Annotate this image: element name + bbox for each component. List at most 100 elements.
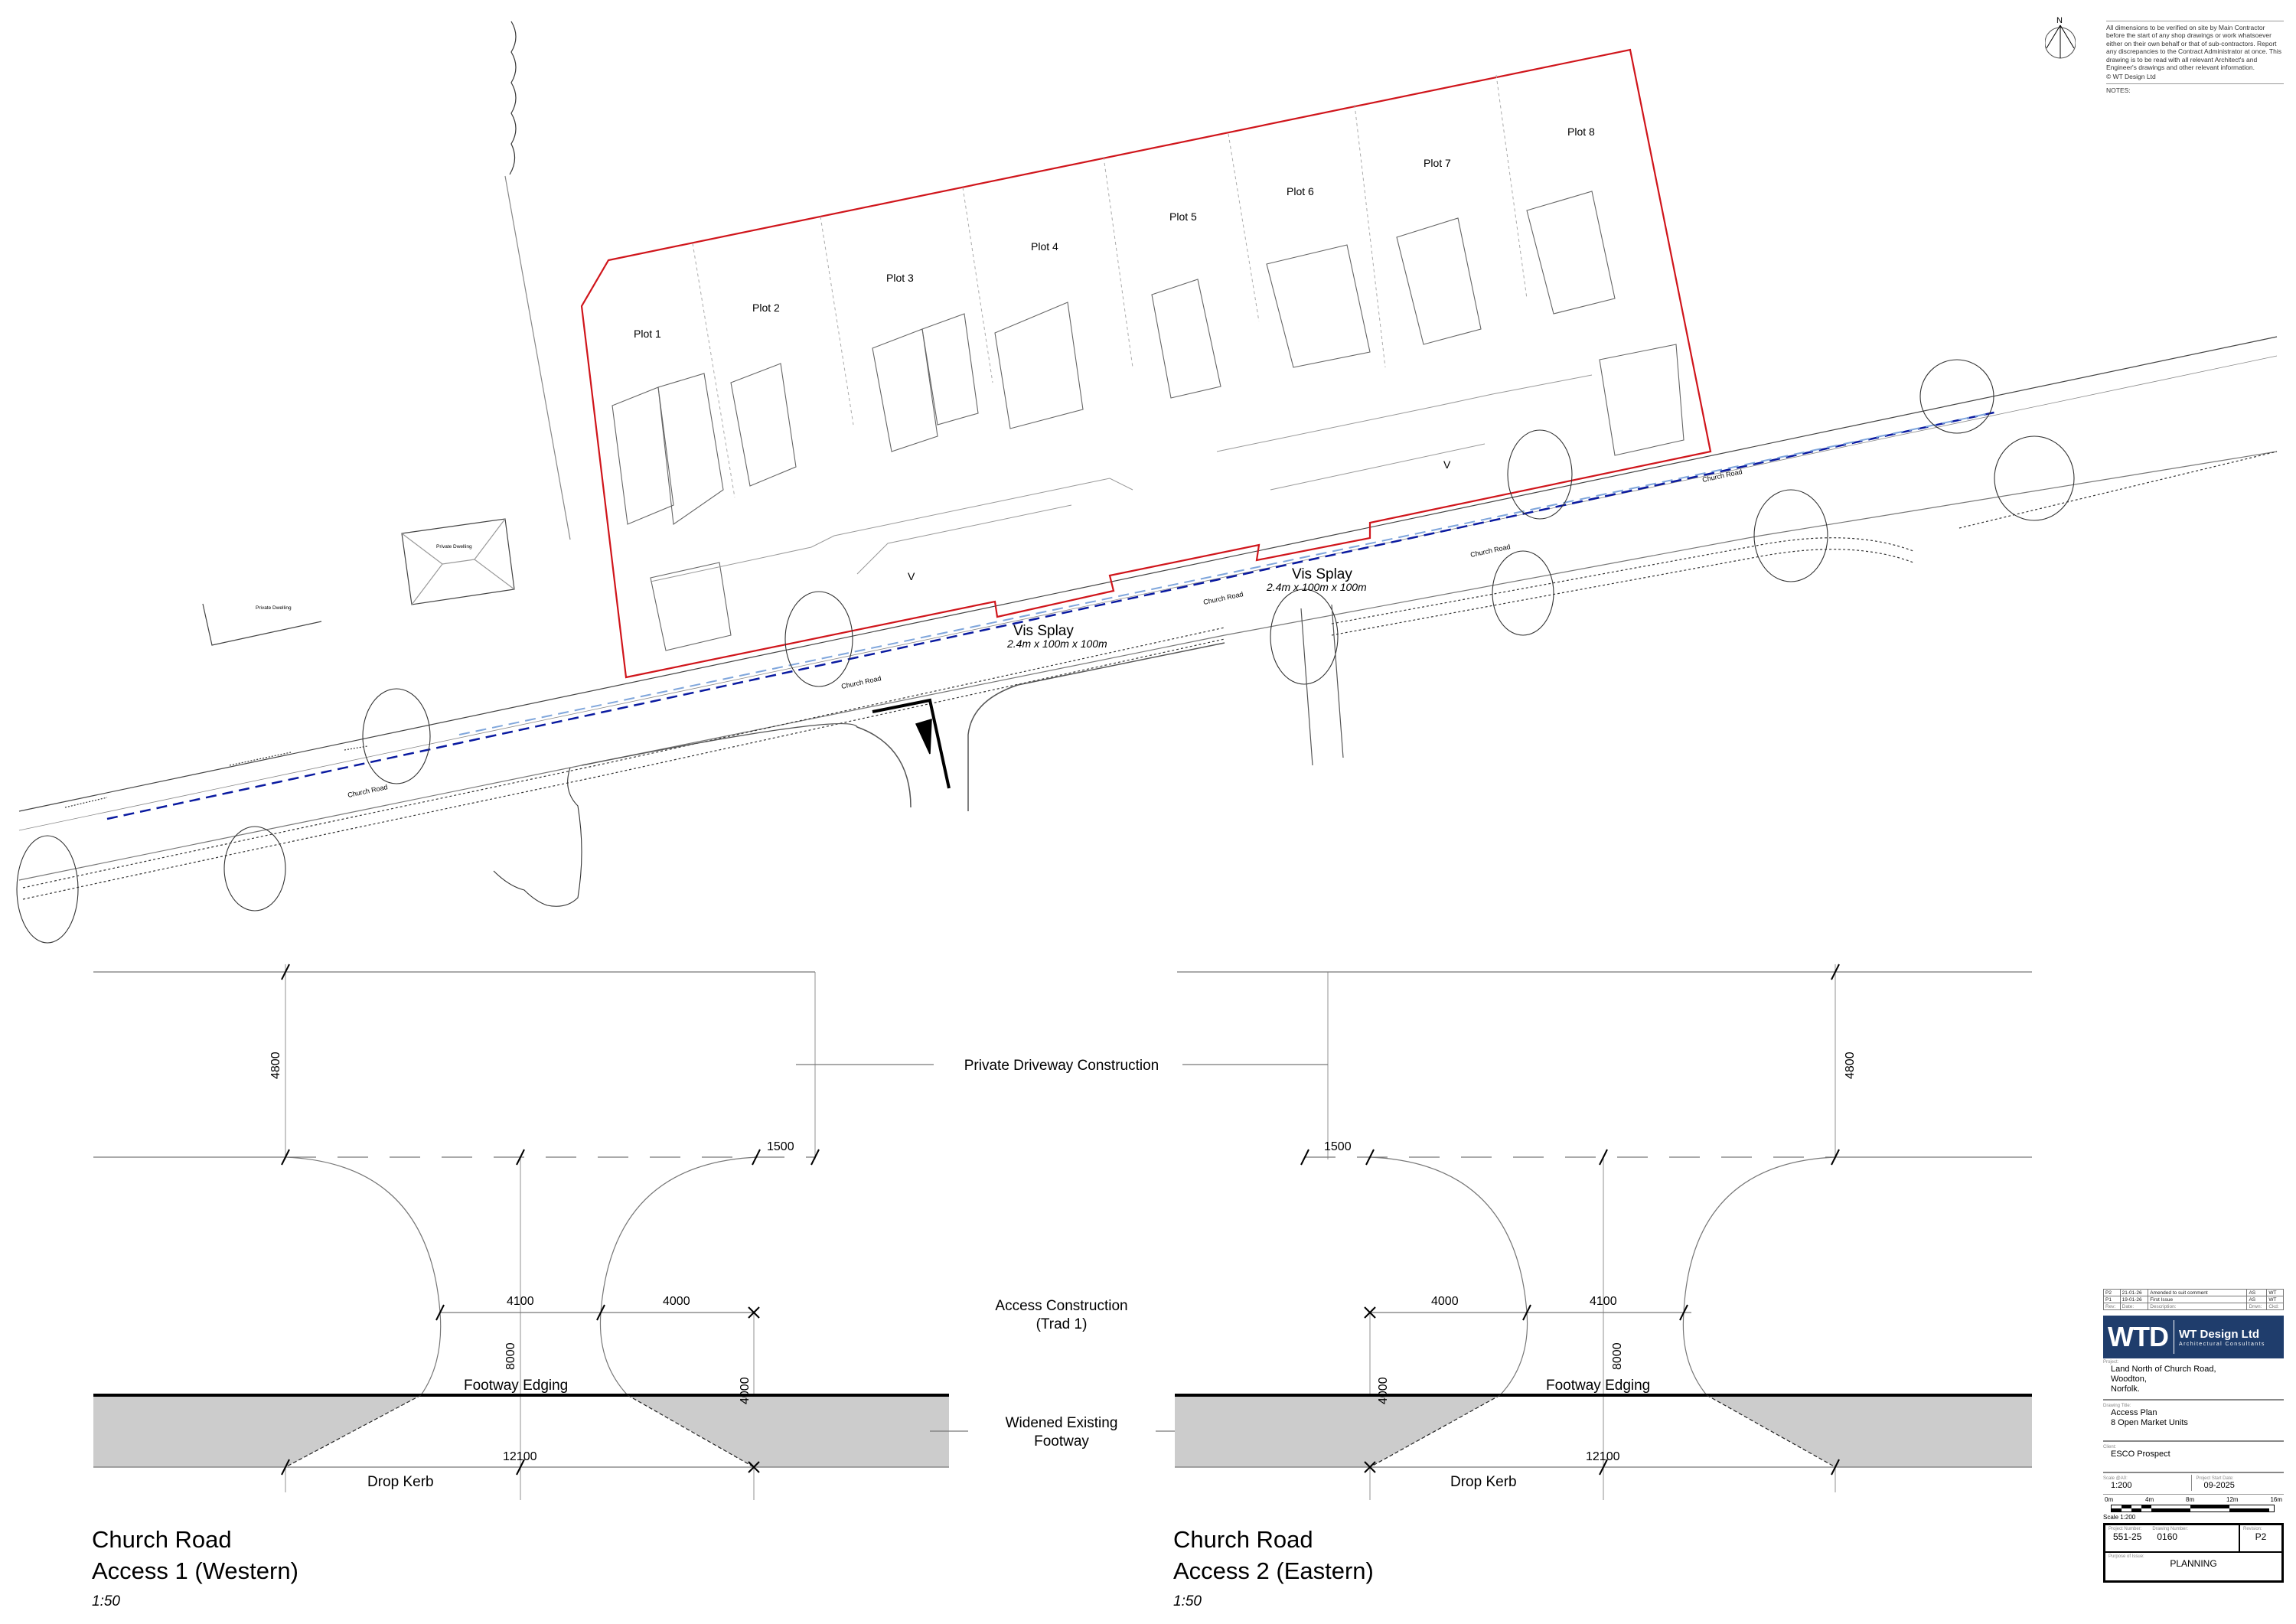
start-date-label: Project Start Date: [2196, 1476, 2234, 1481]
access-1-title: Church Road Access 1 (Western) 1:50 [92, 1526, 298, 1609]
rev-drawn: AS [2246, 1296, 2268, 1303]
project-line-1: Land North of Church Road, [2111, 1365, 2216, 1374]
rev-drawn: AS [2246, 1289, 2268, 1296]
scale-tick: 16m [2270, 1496, 2282, 1503]
dim-footway-depth: 4000 [739, 1377, 752, 1404]
access-2-dims: 4800 1500 4000 4100 8000 4000 12100 Foot… [1324, 1052, 1857, 1490]
logo-mark: WTD [2108, 1321, 2169, 1352]
project-line-2: Woodton, [2111, 1375, 2147, 1384]
project-number-value: 551-25 [2113, 1531, 2142, 1542]
purpose-label: Purpose of Issue: [2108, 1554, 2144, 1559]
access-1-detail [93, 964, 1328, 1500]
vis-splay-dims: 2.4m x 100m x 100m [1266, 581, 1367, 593]
dim-depth: 4800 [269, 1052, 282, 1079]
road-label: Church Road [1202, 590, 1244, 606]
plot-label-8: Plot 8 [1567, 126, 1595, 138]
vis-splay-1: Vis Splay 2.4m x 100m x 100m [1006, 623, 1107, 650]
company-tagline: Architectural Consultants [2179, 1341, 2265, 1347]
dim-drop-kerb: 12100 [1586, 1450, 1620, 1463]
scale-bar: 0m 4m 8m 12m 16m Scale 1:200 [2103, 1494, 2284, 1521]
notes-heading: NOTES: [2106, 86, 2131, 94]
scale-value: 1:200 [2111, 1481, 2132, 1490]
checked-header: Ckd: [2266, 1303, 2284, 1310]
access-2-scale: 1:50 [1173, 1593, 1202, 1609]
purpose-value: PLANNING [2170, 1558, 2217, 1569]
plot-label-2: Plot 2 [752, 302, 780, 314]
project-label: Project: [2103, 1360, 2119, 1365]
scale-tick: 0m [2105, 1496, 2114, 1503]
dim-length: 8000 [1611, 1342, 1624, 1370]
revision-label: Revision: [2243, 1527, 2262, 1531]
scale-tick: 4m [2145, 1496, 2154, 1503]
date-header: Date: [2119, 1303, 2149, 1310]
dim-footway-depth: 4000 [1377, 1377, 1390, 1404]
plot-label-5: Plot 5 [1169, 210, 1197, 223]
access-1-dims: 4800 1500 4100 4000 8000 4000 12100 Foot… [269, 1052, 794, 1490]
access-1-title-line1: Church Road [92, 1526, 232, 1553]
rev-checked: WT [2266, 1296, 2284, 1303]
widened-footway-label: Widened Existing [1006, 1415, 1118, 1431]
revision-table: P2 21-01-26 Amended to suit comment AS W… [2103, 1289, 2284, 1310]
rev-code: P1 [2103, 1296, 2121, 1303]
scale-tick: 8m [2186, 1496, 2195, 1503]
access-1-scale: 1:50 [92, 1593, 120, 1609]
revision-row: P1 19-01-26 First Issue AS WT [2103, 1296, 2284, 1303]
client-value: ESCO Prospect [2111, 1450, 2170, 1459]
drawing-title-line-1: Access Plan [2111, 1408, 2157, 1417]
vis-splay-title: Vis Splay [1292, 566, 1352, 582]
private-driveway-label: Private Driveway Construction [964, 1058, 1159, 1074]
scale-bar-graphic [2111, 1505, 2275, 1512]
access-2-title: Church Road Access 2 (Eastern) 1:50 [1173, 1526, 1374, 1609]
private-dwelling-label: Private Dwelling [256, 605, 292, 611]
rev-checked: WT [2266, 1289, 2284, 1296]
notes-text: All dimensions to be verified on site by… [2106, 24, 2281, 72]
notes-panel: All dimensions to be verified on site by… [2106, 18, 2284, 94]
client-label: Client: [2103, 1445, 2117, 1450]
vis-splay-2: Vis Splay 2.4m x 100m x 100m [1266, 566, 1367, 593]
dim-depth: 4800 [1844, 1052, 1857, 1079]
plot-label-6: Plot 6 [1287, 185, 1314, 197]
scale-caption: Scale 1:200 [2103, 1514, 2136, 1521]
footway-edging-label: Footway Edging [1546, 1378, 1650, 1394]
drop-kerb-label: Drop Kerb [1450, 1474, 1517, 1490]
access-construction-label: Access Construction [995, 1298, 1127, 1314]
road-label: Church Road [1469, 543, 1511, 559]
scale-tick: 12m [2226, 1496, 2239, 1503]
dim-drop-kerb: 12100 [503, 1450, 537, 1463]
company-logo: WTD WT Design Ltd Architectural Consulta… [2103, 1316, 2284, 1358]
rev-description: First Issue [2148, 1296, 2248, 1303]
drop-kerb-label: Drop Kerb [367, 1474, 434, 1490]
road-label: Church Road [347, 783, 388, 799]
rev-date: 21-01-26 [2119, 1289, 2149, 1296]
access-2-detail [1175, 964, 2032, 1500]
private-dwelling-label: Private Dwelling [436, 544, 472, 549]
tree-icons [16, 359, 2075, 944]
plot-label-4: Plot 4 [1031, 240, 1058, 253]
plot-label-7: Plot 7 [1424, 157, 1451, 169]
project-number-label: Project Number: [2108, 1527, 2142, 1531]
drawing-number-value: 0160 [2157, 1531, 2178, 1542]
center-labels: Private Driveway Construction Access Con… [964, 1058, 1159, 1450]
rev-code: P2 [2103, 1289, 2121, 1296]
access-construction-sub-label: (Trad 1) [1036, 1316, 1088, 1332]
project-line-3: Norfolk. [2111, 1384, 2140, 1394]
widened-footway-sub-label: Footway [1034, 1433, 1089, 1450]
start-date-value: 09-2025 [2203, 1481, 2235, 1490]
site-plan: V V [16, 21, 2278, 944]
dim-radius: 4000 [1431, 1295, 1459, 1308]
scale-label: Scale @A0: [2103, 1476, 2128, 1481]
copyright: © WT Design Ltd [2106, 73, 2156, 81]
visitor-parking-label-2: V [1443, 458, 1451, 471]
north-label: N [2056, 16, 2063, 25]
drawn-header: Drwn: [2246, 1303, 2268, 1310]
north-arrow-icon: N [2045, 16, 2076, 59]
drawing-number-label: Drawing Number: [2152, 1527, 2189, 1531]
revision-row: P2 21-01-26 Amended to suit comment AS W… [2103, 1289, 2284, 1296]
revision-value: P2 [2255, 1531, 2267, 1542]
rev-date: 19-01-26 [2119, 1296, 2149, 1303]
visitor-parking-label-1: V [908, 570, 915, 582]
vis-splay-dims: 2.4m x 100m x 100m [1006, 638, 1107, 650]
title-block: P2 21-01-26 Amended to suit comment AS W… [2103, 1289, 2284, 1583]
dim-width-mid: 4100 [507, 1295, 534, 1308]
